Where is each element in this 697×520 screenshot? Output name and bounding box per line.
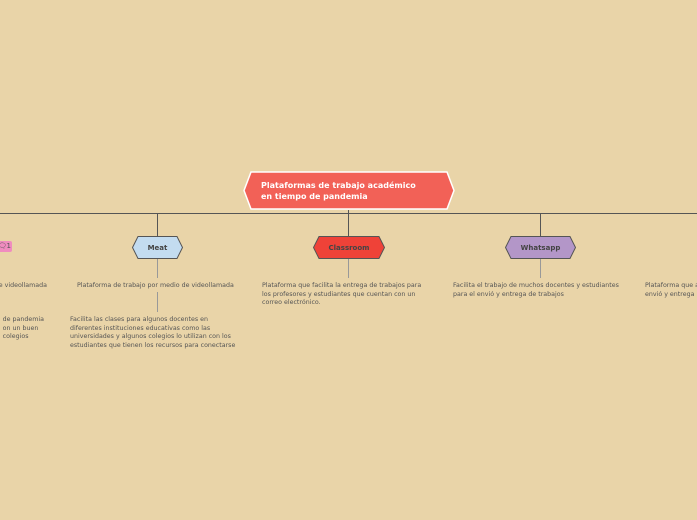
whatsapp-text-stem — [540, 258, 541, 278]
comment-count: 1 — [6, 242, 11, 250]
topic-label: Classroom — [328, 243, 370, 252]
topic-label: Meat — [147, 243, 168, 252]
central-stem — [348, 210, 349, 236]
comment-icon: 🗨 — [0, 242, 7, 250]
central-title-line1: Plataformas de trabajo académico — [261, 181, 416, 190]
whatsapp-description: Facilita el trabajo de muchos docentes y… — [453, 282, 619, 298]
meat-description: Plataforma de trabajo por medio de video… — [77, 282, 234, 289]
meat-stem — [157, 214, 158, 236]
meat-sub-stem — [157, 292, 158, 312]
topic-whatsapp[interactable]: Whatsapp — [505, 236, 576, 259]
topic-label: Whatsapp — [520, 243, 561, 252]
topic-classroom[interactable]: Classroom — [313, 236, 385, 259]
classroom-description: Plataforma que facilita la entrega de tr… — [262, 282, 422, 306]
left-partial-description: e videollamada — [0, 282, 47, 289]
meat-subdescription: Facilita las clases para algunos docente… — [70, 316, 236, 349]
central-title-line2: en tiempo de pandemia — [261, 192, 368, 201]
comment-badge[interactable]: 🗨1 — [0, 241, 12, 252]
topic-meat[interactable]: Meat — [132, 236, 183, 259]
whatsapp-stem — [540, 214, 541, 236]
meat-text-stem — [157, 258, 158, 278]
classroom-text-stem — [348, 258, 349, 278]
central-topic[interactable]: Plataformas de trabajo académico en tiem… — [243, 171, 455, 210]
